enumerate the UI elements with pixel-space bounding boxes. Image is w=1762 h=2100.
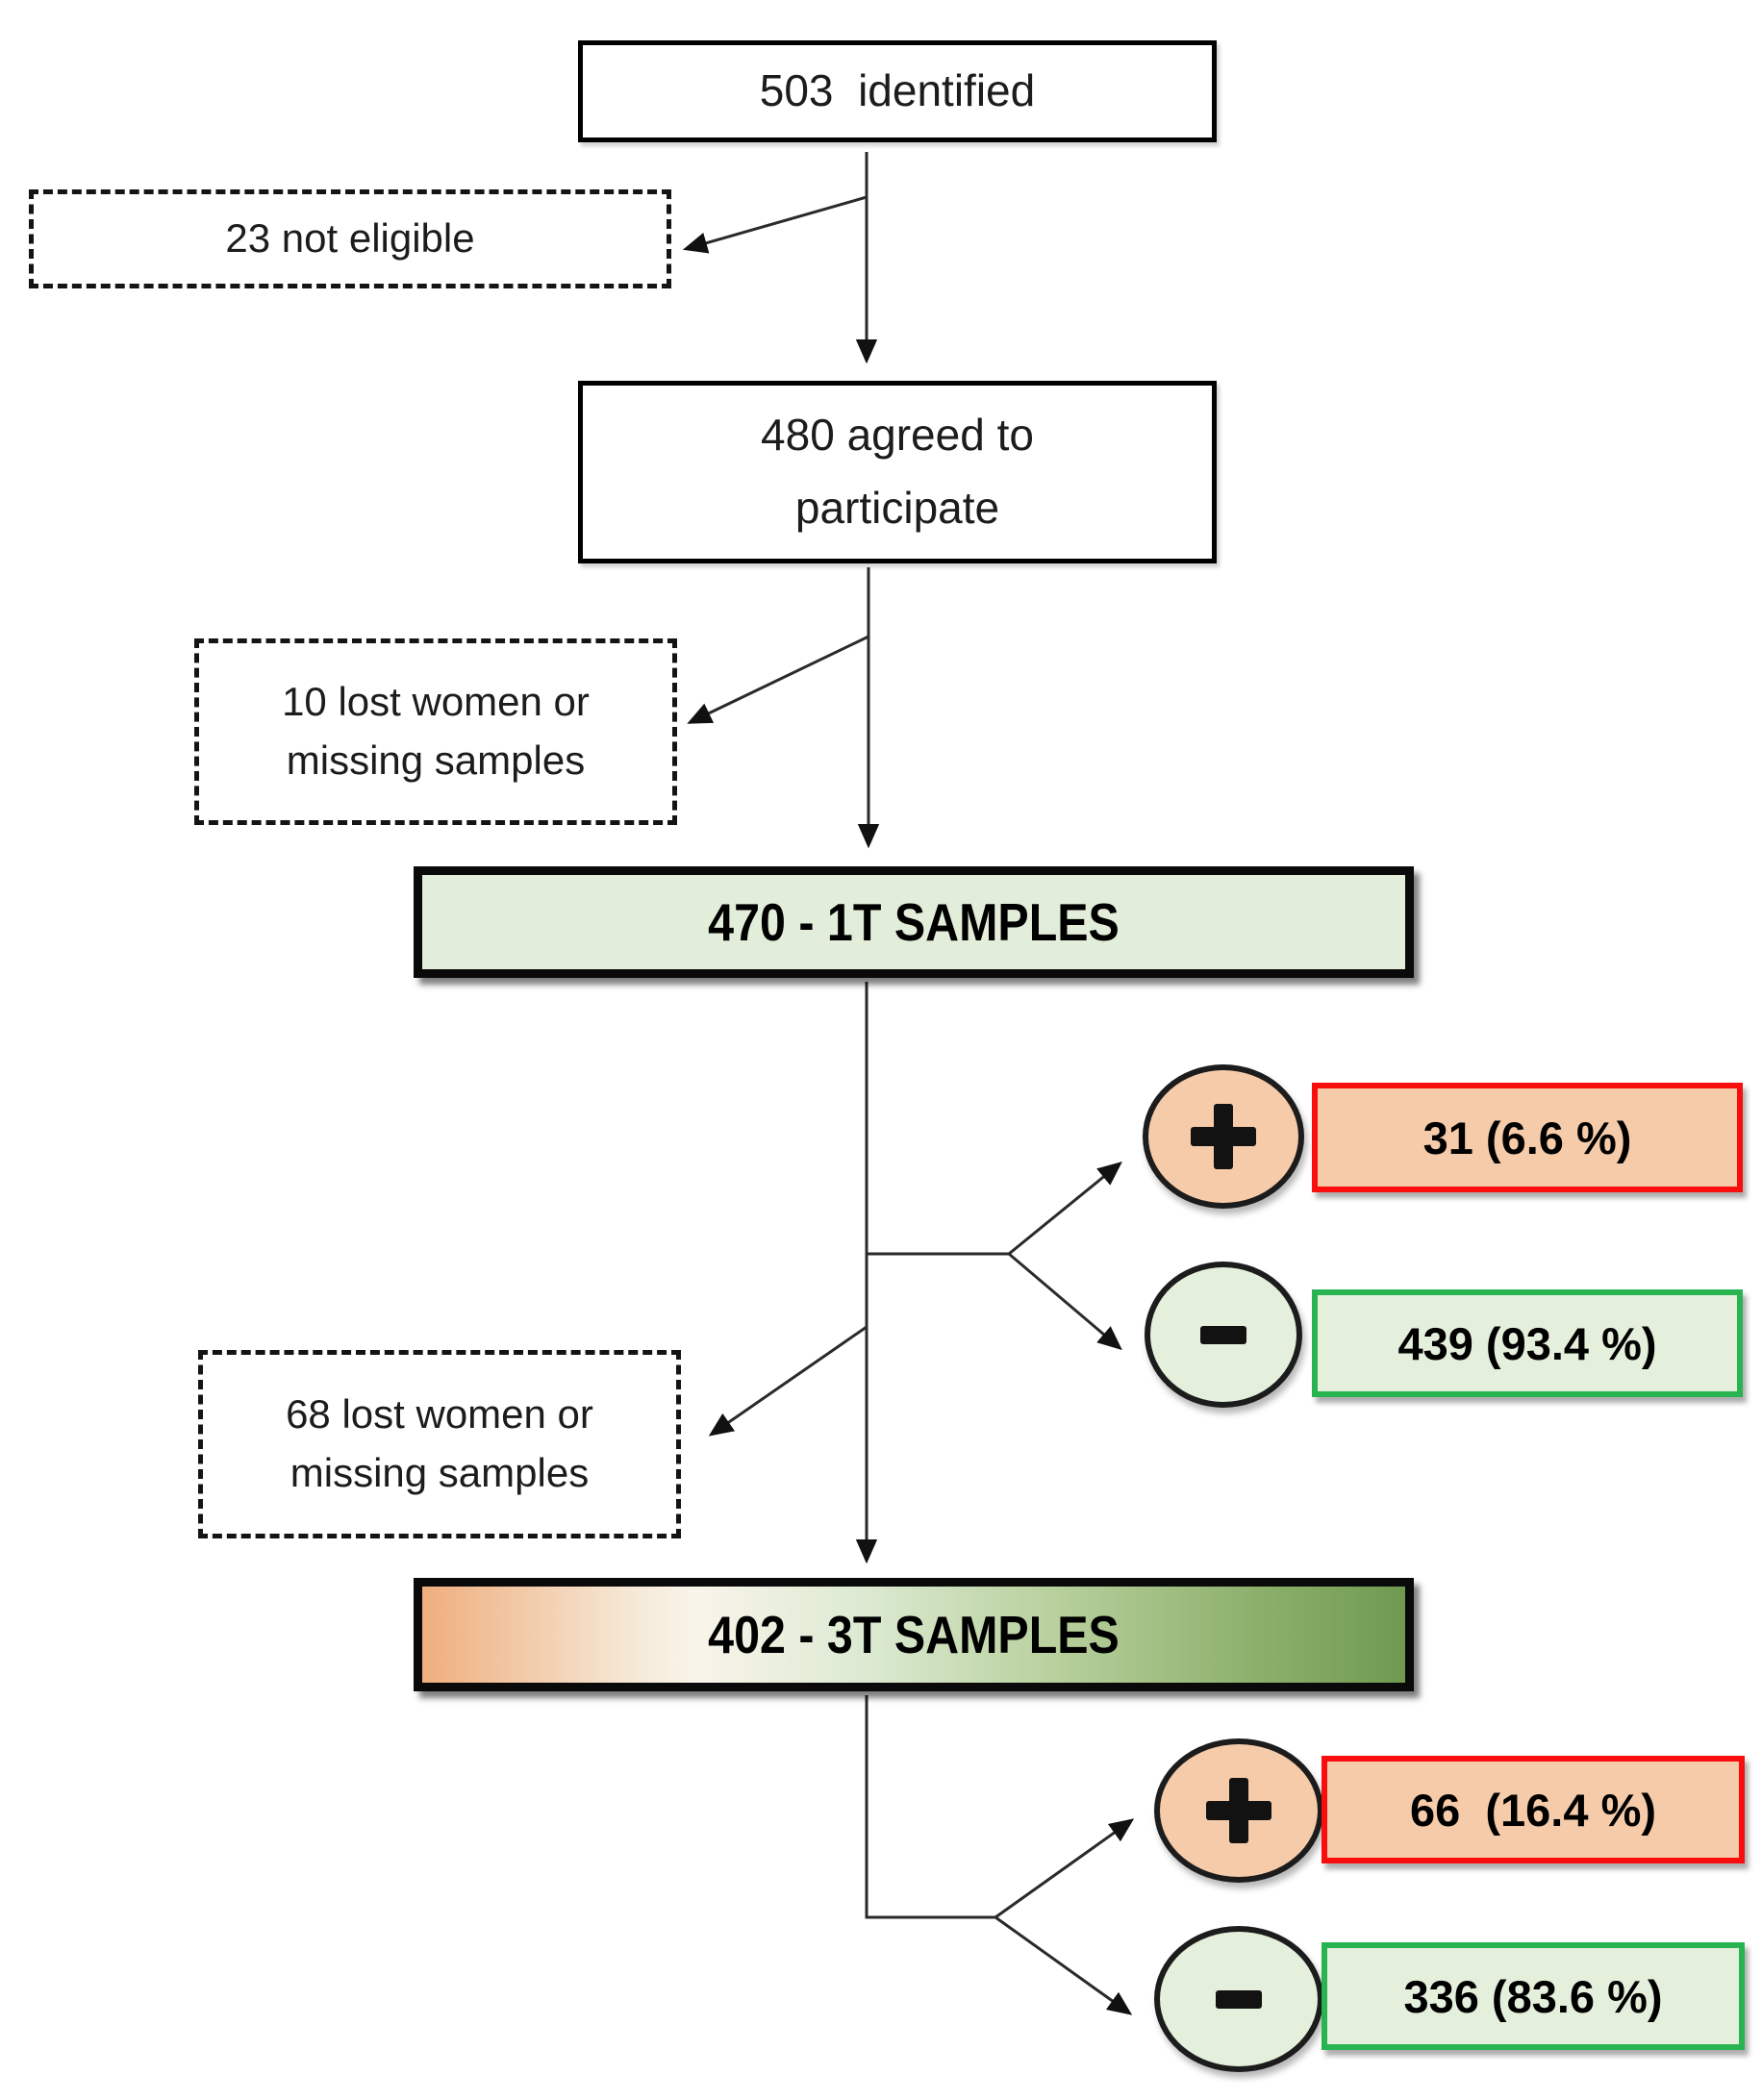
node-agreed-label: 480 agreed to participate [761,410,1034,533]
negative-indicator-3t [1154,1926,1323,2072]
positive-indicator-1t [1143,1064,1304,1209]
node-positive-1t: 31 (6.6 %) [1312,1083,1743,1192]
arrow-3t-to-positive [994,1818,1135,1919]
arrow-identified-to-not-eligible [682,195,868,254]
arrow-3t-to-negative [994,1915,1133,2015]
arrow-1t-to-positive [1008,1161,1122,1256]
node-lost-3t-label: 68 lost women or missing samples [286,1391,593,1495]
arrow-1t-to-lost-3t [708,1325,868,1437]
node-identified-label: 503 identified [759,65,1036,116]
branch-line-3t [865,1695,995,1919]
node-lost-3t: 68 lost women or missing samples [198,1350,681,1538]
node-positive-3t: 66 (16.4 %) [1322,1756,1745,1863]
node-negative-1t: 439 (93.4 %) [1312,1289,1743,1397]
arrow-1t-to-negative [1008,1252,1122,1351]
node-negative-3t: 336 (83.6 %) [1322,1942,1745,2050]
node-lost-1t: 10 lost women or missing samples [194,638,677,825]
minus-icon [1216,1989,1262,2009]
node-lost-1t-label: 10 lost women or missing samples [282,679,590,783]
node-3t-samples-label: 402 - 3T SAMPLES [708,1605,1120,1664]
positive-indicator-3t [1154,1738,1323,1883]
node-positive-1t-label: 31 (6.6 %) [1422,1112,1632,1163]
arrow-agreed-to-lost-1t [687,635,869,724]
node-3t-samples: 402 - 3T SAMPLES [414,1578,1414,1691]
negative-indicator-1t [1145,1262,1302,1408]
node-not-eligible-label: 23 not eligible [225,215,475,262]
plus-icon [1206,1778,1271,1843]
node-negative-3t-label: 336 (83.6 %) [1403,1970,1663,2022]
node-1t-samples-label: 470 - 1T SAMPLES [708,892,1120,952]
plus-icon [1191,1104,1256,1169]
node-positive-3t-label: 66 (16.4 %) [1409,1784,1657,1836]
node-identified: 503 identified [578,40,1217,142]
node-not-eligible: 23 not eligible [29,189,671,288]
minus-icon [1200,1325,1246,1344]
node-1t-samples: 470 - 1T SAMPLES [414,866,1414,978]
node-agreed: 480 agreed to participate [578,381,1217,563]
node-negative-1t-label: 439 (93.4 %) [1397,1317,1657,1369]
